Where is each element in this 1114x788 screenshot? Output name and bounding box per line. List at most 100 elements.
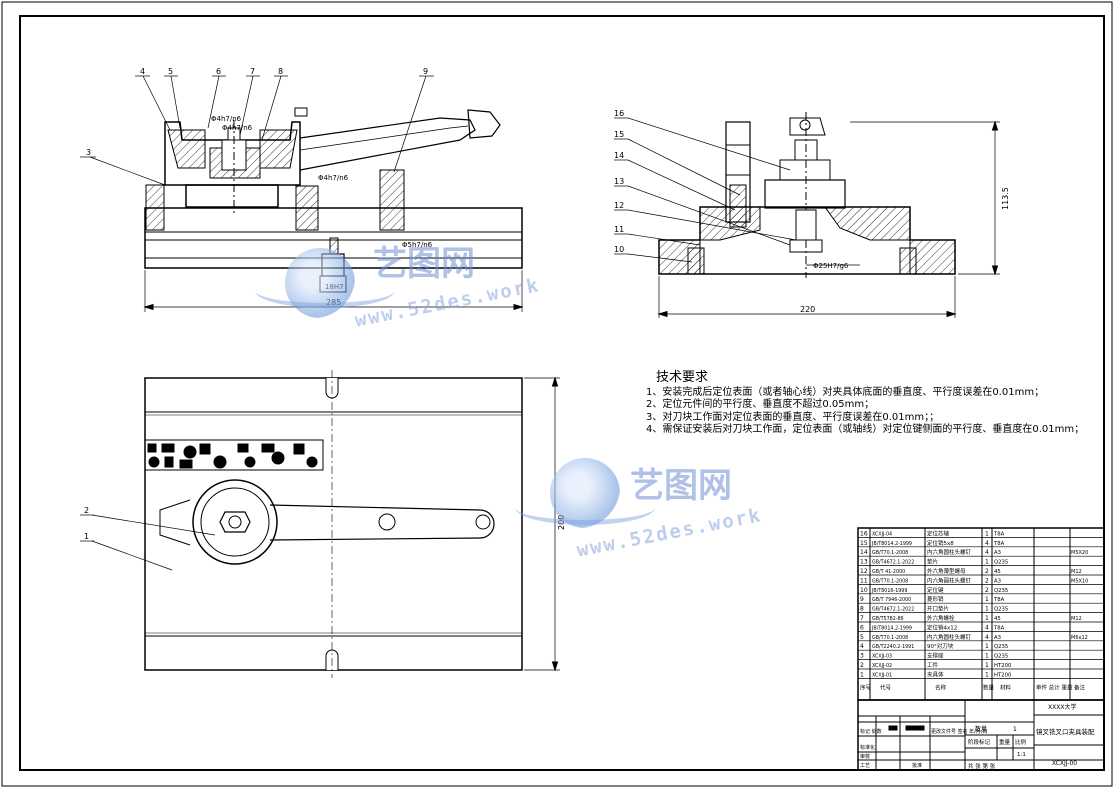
bom-cell-code: JB/T8014.2-1999 bbox=[871, 625, 912, 631]
bom-cell-qty: 4 bbox=[985, 634, 989, 641]
bom-cell-no: 1 bbox=[860, 671, 864, 678]
bom-cell-name: 支撑座 bbox=[927, 652, 944, 660]
bom-cell-name: 外六角薄型螺母 bbox=[927, 567, 966, 575]
bom-cell-no: 2 bbox=[860, 662, 864, 669]
tech-line-4: 4、需保证安装后对刀块工作面，定位表面（或轴线）对定位键侧面的平行度、垂直度在0… bbox=[646, 424, 1085, 435]
balloon-5: 5 bbox=[168, 67, 173, 76]
std-label: 标准化 bbox=[860, 744, 875, 751]
bom-cell-note: M12 bbox=[1071, 616, 1082, 622]
bom-cell-code: GB/T70.1-2008 bbox=[872, 578, 908, 584]
bom-cell-name: 定位销4x12 bbox=[927, 623, 957, 631]
bom-cell-no: 15 bbox=[860, 540, 868, 547]
bom-cell-note: M5X20 bbox=[1071, 550, 1088, 556]
bom-header-name: 名称 bbox=[935, 683, 947, 691]
bom-cell-qty: 1 bbox=[985, 530, 989, 537]
bom-cell-qty: 2 bbox=[985, 577, 989, 584]
qty-label: 数量 bbox=[975, 725, 987, 733]
bom-cell-qty: 4 bbox=[985, 624, 989, 631]
bom-cell-code: JB/T8014.2-1999 bbox=[871, 541, 912, 547]
sheets-label: 共 张 第 张 bbox=[968, 762, 996, 770]
bom-cell-no: 4 bbox=[860, 643, 864, 650]
bom-cell-material: 45 bbox=[994, 569, 1001, 575]
bom-cell-material: A3 bbox=[994, 578, 1001, 584]
bom-cell-no: 11 bbox=[860, 577, 868, 584]
balloon-3: 3 bbox=[86, 148, 91, 157]
bom-cell-material: HT200 bbox=[994, 663, 1012, 669]
dimension-200: 200 bbox=[557, 515, 566, 530]
bom-cell-no: 12 bbox=[860, 568, 868, 575]
balloon-8: 8 bbox=[278, 67, 283, 76]
bom-cell-code: GB/T 41-2000 bbox=[872, 569, 905, 575]
balloon-12: 12 bbox=[614, 201, 624, 210]
bom-cell-material: T8A bbox=[993, 597, 1005, 603]
bom-cell-material: Q235 bbox=[994, 607, 1008, 613]
dimension-113-5: 113.5 bbox=[1001, 187, 1010, 210]
bom-cell-name: 工件 bbox=[927, 661, 939, 669]
balloon-16: 16 bbox=[614, 109, 624, 118]
bom-cell-material: A3 bbox=[994, 550, 1001, 556]
bom-cell-code: GB/T70.1-2008 bbox=[872, 635, 908, 641]
balloon-4: 4 bbox=[140, 67, 145, 76]
side-view bbox=[614, 112, 1000, 318]
bom-cell-qty: 4 bbox=[985, 549, 989, 556]
side-view-labels: 16 15 14 13 12 11 10 Φ25H7/g6 220 113.5 bbox=[614, 109, 1010, 314]
fit-label: Φ4h7/n6 bbox=[211, 115, 242, 123]
fit-label: Φ4h7/n6 bbox=[222, 124, 253, 132]
front-view bbox=[80, 75, 524, 312]
scale-label: 比例 bbox=[1015, 738, 1027, 746]
bom-cell-qty: 1 bbox=[985, 662, 989, 669]
bom-cell-note: M5X10 bbox=[1071, 578, 1088, 584]
bom-cell-name: 垫片 bbox=[927, 558, 938, 566]
bom-cell-name: 定位键 bbox=[927, 586, 944, 594]
balloon-1: 1 bbox=[84, 532, 89, 541]
bom-cell-code: GB/T 7946-2000 bbox=[872, 597, 911, 603]
bom-cell-no: 10 bbox=[860, 587, 868, 594]
dimension-220: 220 bbox=[800, 305, 815, 314]
fit-label: Φ25H7/g6 bbox=[813, 262, 849, 270]
bom-cell-material: T8A bbox=[993, 531, 1005, 537]
bom-cell-note: M6x12 bbox=[1071, 635, 1088, 641]
bom-cell-material: HT200 bbox=[994, 672, 1012, 678]
bom-cell-qty: 2 bbox=[985, 587, 989, 594]
scale-value: 1:1 bbox=[1017, 752, 1026, 758]
bom-cell-qty: 1 bbox=[985, 653, 989, 660]
balloon-2: 2 bbox=[84, 506, 89, 515]
tech-line-2: 2、定位元件间的平行度、垂直度不超过0.05mm； bbox=[646, 399, 875, 410]
bom-cell-code: XCXJJ-02 bbox=[872, 663, 892, 669]
dimension-285: 285 bbox=[326, 298, 341, 307]
bom-header-material: 材料 bbox=[1000, 683, 1012, 691]
bom-cell-qty: 1 bbox=[985, 643, 989, 650]
bom-cell-code: XCXJJ-04 bbox=[872, 531, 892, 537]
bom-cell-no: 16 bbox=[860, 530, 868, 537]
bom-cell-code: GB/T2240.2-1991 bbox=[872, 644, 914, 650]
balloon-15: 15 bbox=[614, 130, 624, 139]
bom-cell-qty: 4 bbox=[985, 540, 989, 547]
tech-title: 技术要求 bbox=[656, 370, 709, 385]
balloon-13: 13 bbox=[614, 177, 624, 186]
tech-line-1: 1、安装完成后定位表面（或者轴心线）对夹具体底面的垂直度、平行度误差在0.01m… bbox=[646, 386, 1045, 398]
balloon-10: 10 bbox=[614, 245, 624, 254]
bom-cell-no: 3 bbox=[860, 653, 864, 660]
bom-header-weight: 单件 总计 重量 bbox=[1036, 683, 1073, 691]
balloon-11: 11 bbox=[614, 225, 624, 234]
bom-cell-code: GB/T4672.1-2022 bbox=[872, 607, 914, 613]
stage-label: 阶段标记 bbox=[968, 738, 991, 746]
bom-cell-name: 内六角圆柱头螺钉 bbox=[927, 576, 972, 584]
bom-cell-name: 开口垫片 bbox=[927, 605, 949, 613]
bom-cell-material: Q235 bbox=[994, 644, 1008, 650]
drawing-number: XCXJJ-00 bbox=[1052, 760, 1077, 767]
title-block-text: XXXX大学 镜叉铣叉口夹具装配 XCXJJ-00 数量 1 阶段标记 重量 比… bbox=[860, 703, 1095, 770]
balloon-7: 7 bbox=[250, 67, 255, 76]
approve-label: 批准 bbox=[912, 762, 922, 769]
balloon-14: 14 bbox=[614, 151, 624, 160]
bom-cell-note: M12 bbox=[1071, 569, 1082, 575]
bom-cell-no: 5 bbox=[860, 634, 864, 641]
fit-label: 18H7 bbox=[325, 283, 344, 291]
top-view bbox=[80, 370, 560, 678]
bom-cell-no: 14 bbox=[860, 549, 868, 556]
bom-cell-qty: 1 bbox=[985, 615, 989, 622]
bom-cell-no: 6 bbox=[860, 624, 864, 631]
bom-cell-material: T8A bbox=[993, 625, 1005, 631]
